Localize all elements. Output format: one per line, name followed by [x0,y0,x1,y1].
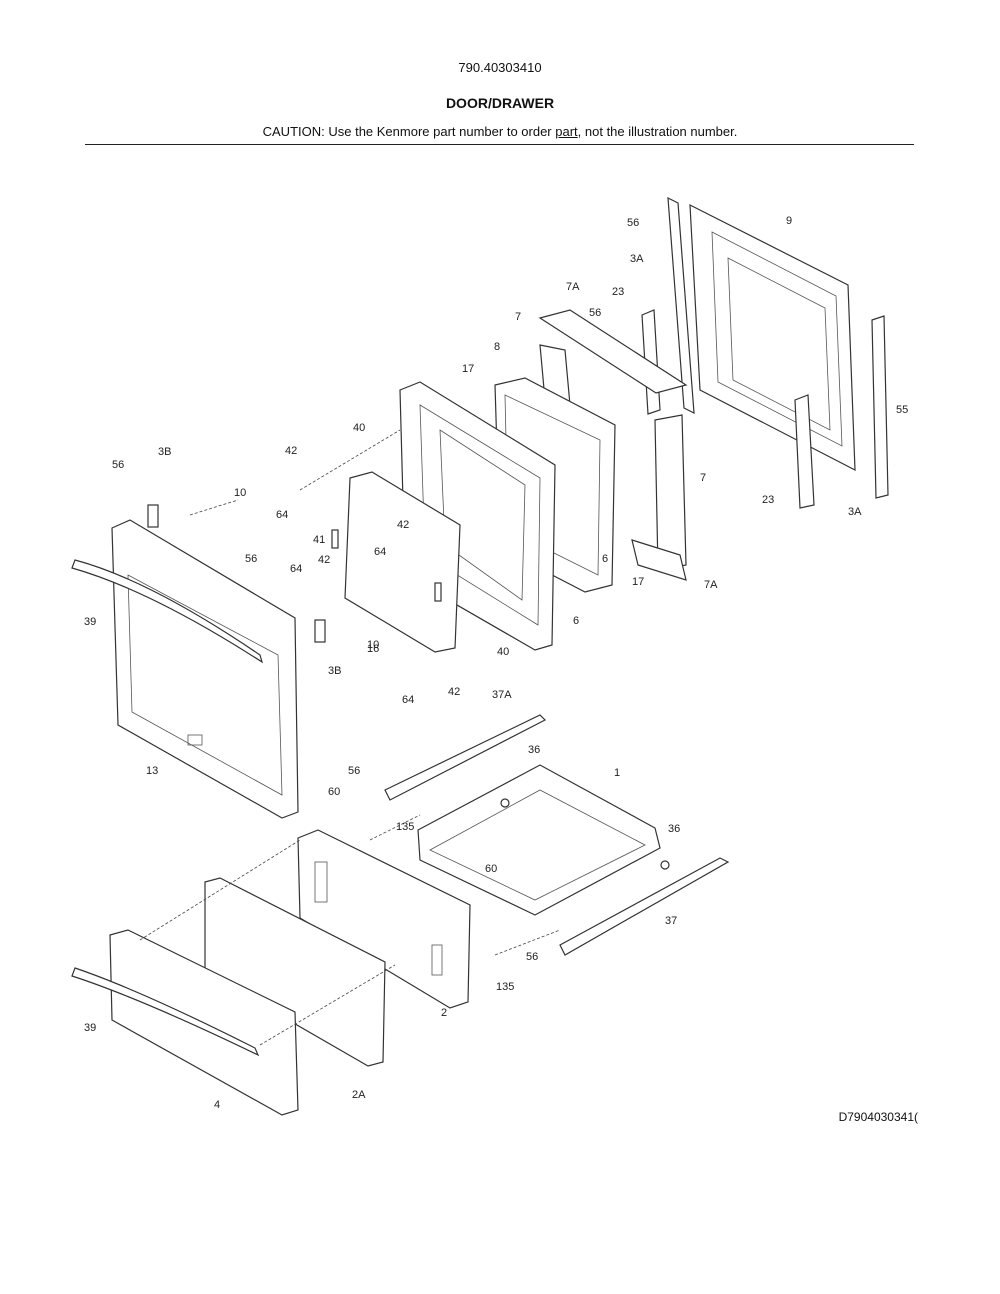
callout: 3B [158,446,171,458]
callout: 23 [762,494,774,506]
assembly-lines [139,429,561,1046]
part-drawer-rail-upper [384,714,547,801]
part-drawer-rail-lower [559,857,730,956]
part-hardware [147,504,670,870]
caution-suffix: , not the illustration number. [577,124,738,139]
callout: 39 [84,616,96,628]
callout: 135 [496,981,514,993]
part-insulation-bottom [631,539,687,581]
part-inner-glass [344,471,461,653]
callout: 42 [448,686,460,698]
callout: 55 [896,404,908,416]
callout: 60 [328,786,340,798]
part-rear-panel [689,203,856,472]
callout: 10 [367,639,379,651]
callout: 41 [313,534,325,546]
callout: 9 [786,215,792,227]
callout: 3A [848,506,862,518]
callout: 6 [602,553,608,565]
callout: 2A [352,1089,366,1101]
callout: 64 [276,509,288,521]
callout: 7A [704,579,718,591]
model-number: 790.40303410 [458,60,542,75]
part-door-handle [71,559,264,664]
callout: 10 [234,487,246,499]
caution-underlined: part [555,124,578,139]
callout: 39 [84,1022,96,1034]
callout: 42 [397,519,409,531]
section-title: DOOR/DRAWER [445,95,555,111]
caution-note: CAUTION: Use the Kenmore part number to … [0,124,1000,139]
part-side-channel-right [871,315,889,499]
part-drawer-handle [71,967,260,1057]
callout: 56 [112,459,124,471]
callout: 42 [318,554,330,566]
callout: 42 [285,445,297,457]
callout: 7 [700,472,706,484]
callout: 56 [526,951,538,963]
callout: 1 [614,767,620,779]
callout: 36 [528,744,540,756]
callout: 37 [665,915,677,927]
callout: 135 [396,821,414,833]
callout: 7A [566,281,580,293]
callout: 56 [245,553,257,565]
callout: 3A [630,253,644,265]
callout: 17 [632,576,644,588]
diagram-reference-id: D7904030341( [838,1110,918,1124]
callout: 4 [214,1099,220,1111]
callout-labels: 56 3A 9 7A 23 56 7 8 17 55 40 42 3B 56 1… [84,215,908,1111]
callout: 23 [612,286,624,298]
callout: 56 [348,765,360,777]
header-rule [85,144,914,145]
callout: 8 [494,341,500,353]
callout: 37A [492,689,512,701]
caution-prefix: CAUTION: Use the Kenmore part number to … [262,124,556,139]
callout: 56 [589,307,601,319]
callout: 64 [290,563,302,575]
part-drawer-inner-panel [297,829,471,1009]
callout: 56 [627,217,639,229]
callout: 7 [515,311,521,323]
callout: 17 [462,363,474,375]
callout: 13 [146,765,158,777]
callout: 6 [573,615,579,627]
callout: 40 [353,422,365,434]
callout: 40 [497,646,509,658]
callout: 64 [374,546,386,558]
callout: 64 [402,694,414,706]
part-drawer-body [417,764,661,916]
part-side-channel-left [667,196,695,415]
callout: 3B [328,665,341,677]
part-outer-door [111,519,299,819]
part-insulation-side [539,344,687,571]
callout: 36 [668,823,680,835]
part-hinge-lower [794,394,815,509]
callout: 16 [367,643,379,655]
callout: 2 [441,1007,447,1019]
part-insulation-top [538,309,688,394]
callout: 60 [485,863,497,875]
